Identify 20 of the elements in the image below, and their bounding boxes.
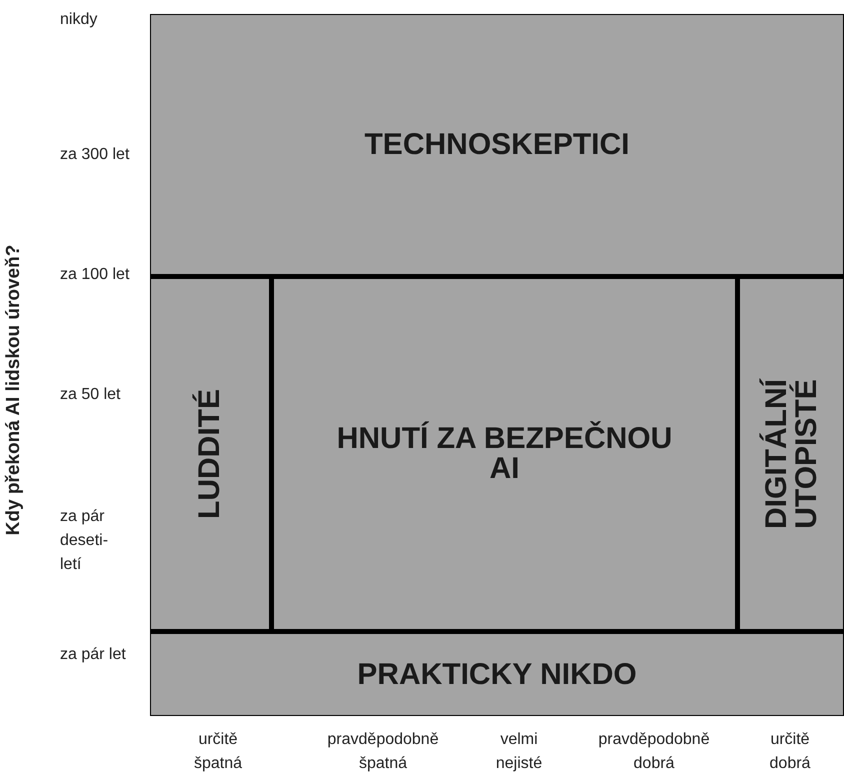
category-region: [274, 279, 735, 629]
axis-tick-label: za pár let: [60, 645, 127, 665]
category-label: PRAKTICKY NIKDO: [356, 660, 638, 690]
category-region: [151, 279, 269, 629]
axis-title: Kdy překoná AI lidskou úroveň?: [3, 244, 25, 536]
category-label: DIGITÁLNÍ UTOPISTÉ: [762, 377, 822, 531]
axis-tick-label: určitě špatná: [192, 730, 244, 774]
axis-tick-label: za 50 let: [60, 385, 122, 405]
axis-tick-label: za 100 let: [60, 265, 130, 285]
axis-tick-label: určitě dobrá: [768, 730, 812, 774]
axis-tick-label: velmi nejisté: [494, 730, 544, 774]
axis-tick-label: nikdy: [60, 10, 98, 30]
category-region: [740, 279, 843, 629]
axis-tick-label: za pár deseti-letí: [60, 507, 110, 575]
axis-tick-label: pravděpodobně špatná: [326, 730, 440, 774]
category-region: [151, 634, 843, 715]
category-region: [151, 15, 843, 274]
axis-tick-label: za 300 let: [60, 145, 130, 165]
axis-tick-label: pravděpodobně dobrá: [597, 730, 711, 774]
category-label: TECHNOSKEPTICI: [363, 130, 631, 160]
